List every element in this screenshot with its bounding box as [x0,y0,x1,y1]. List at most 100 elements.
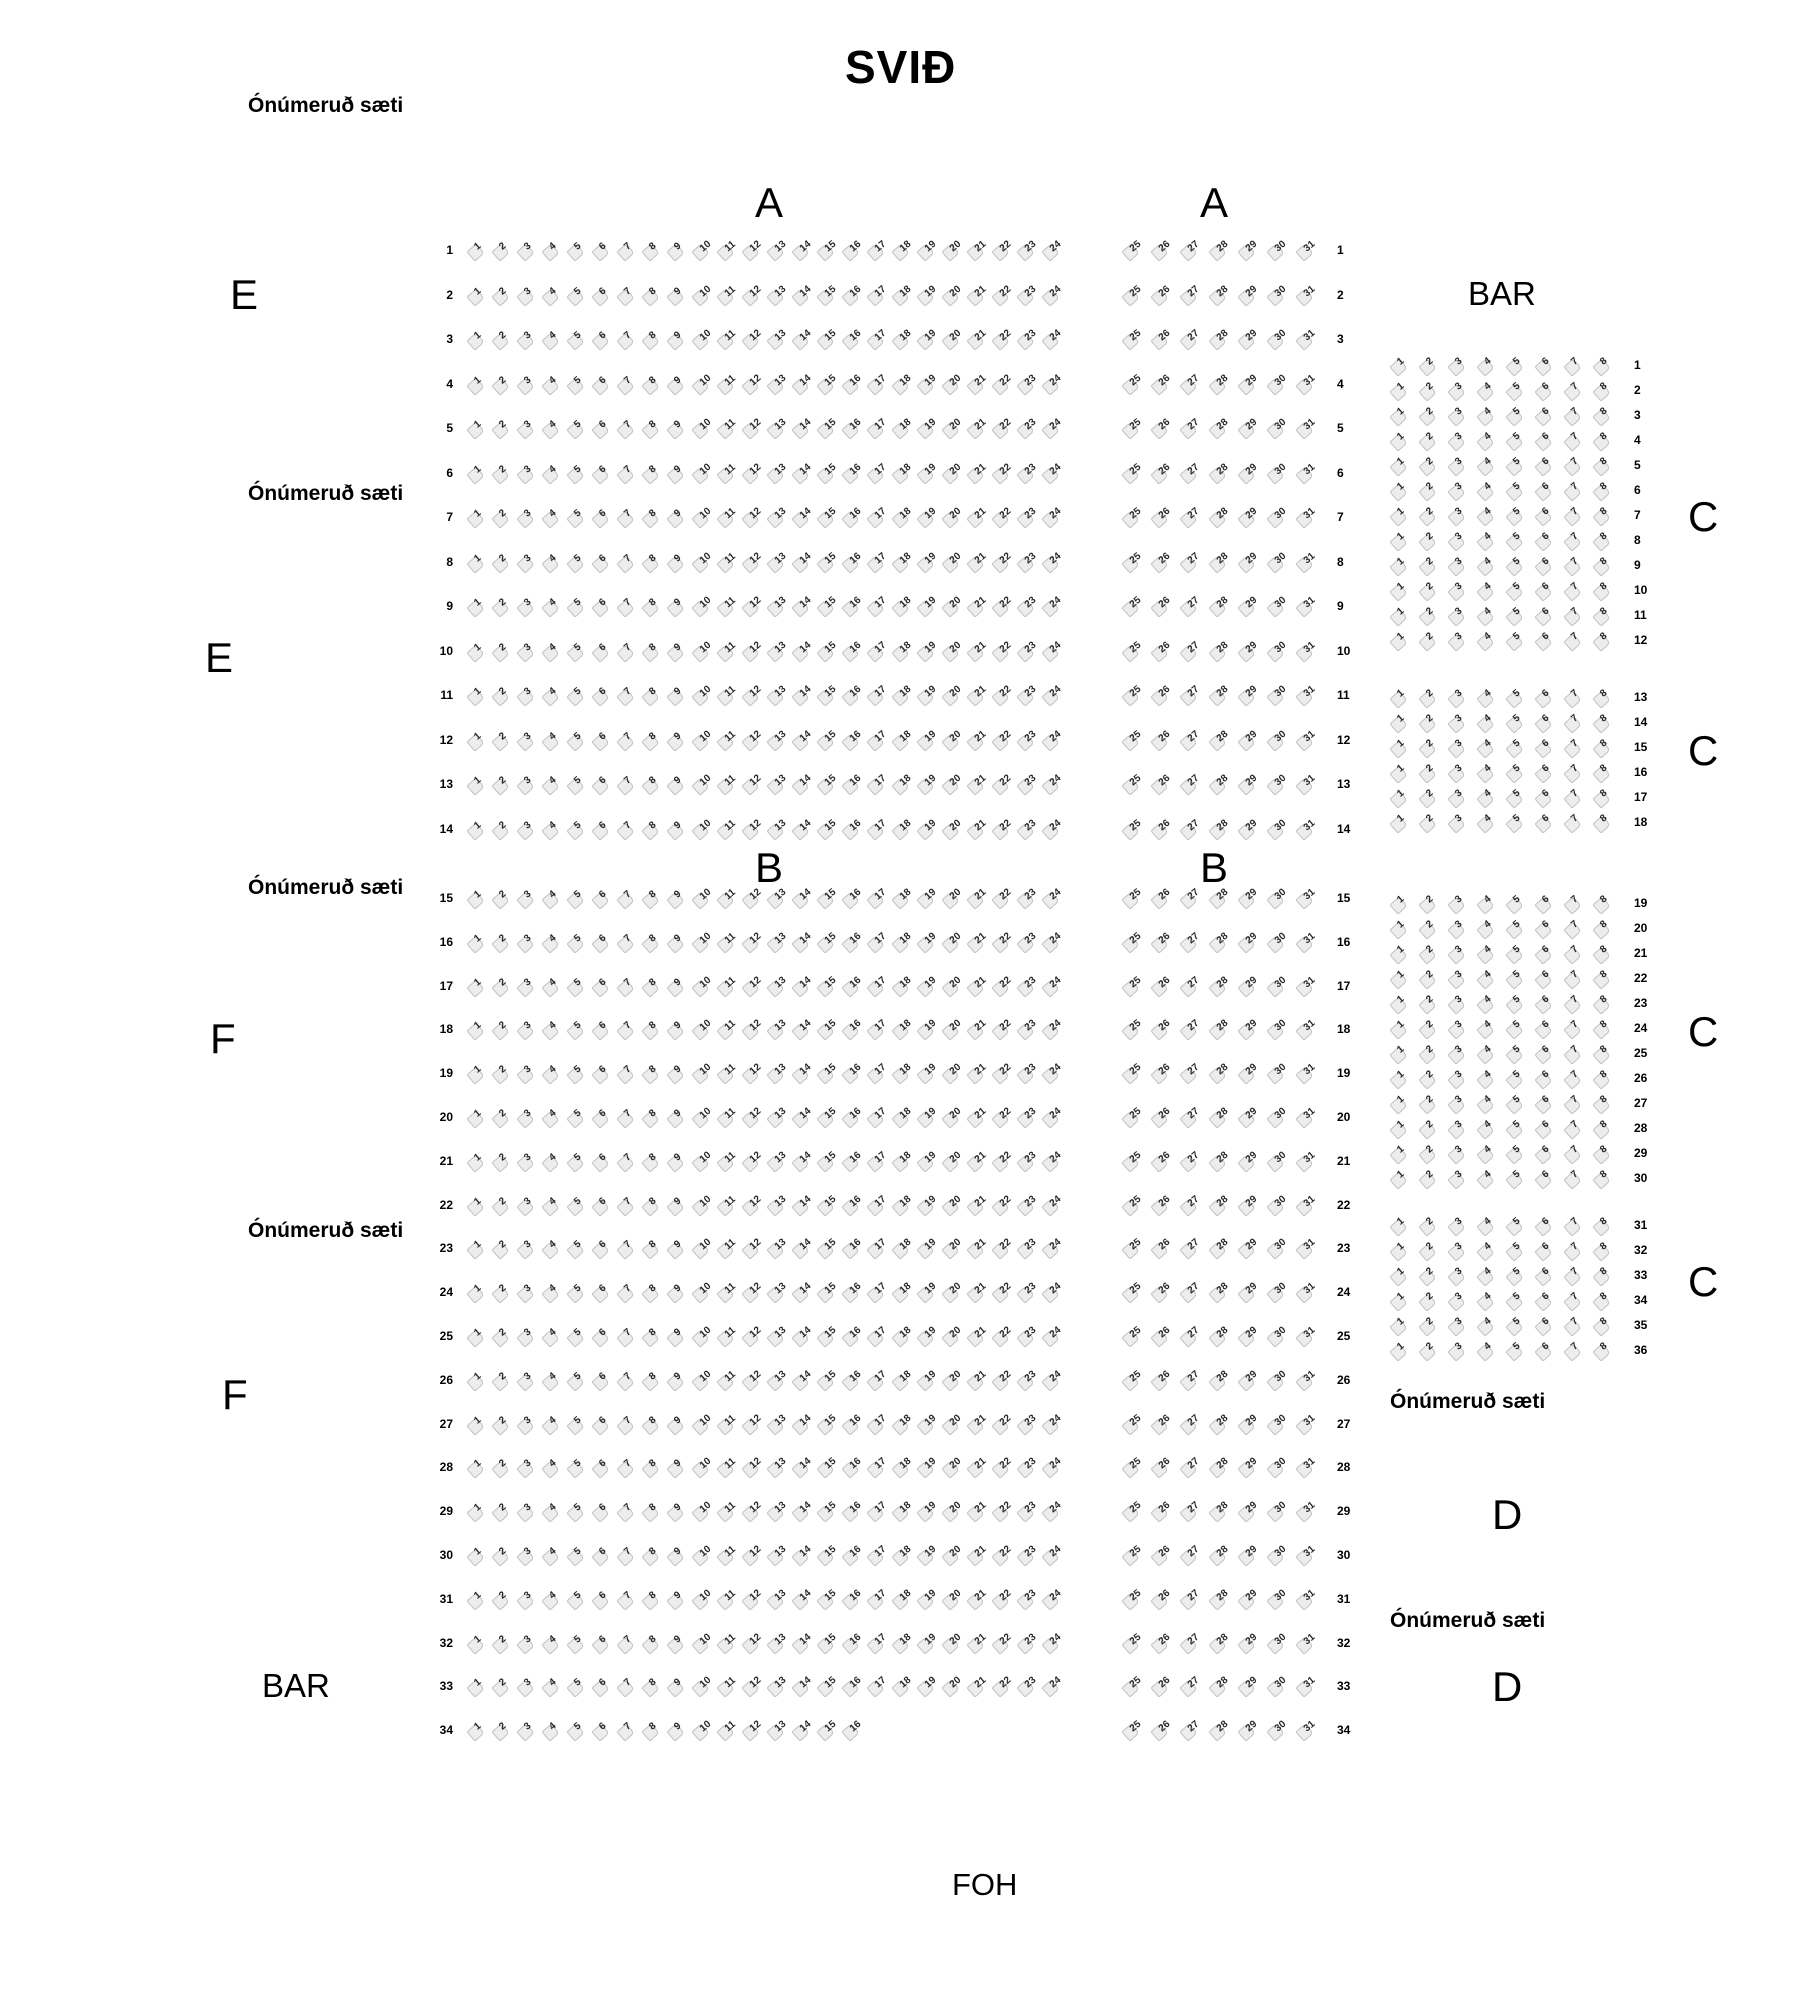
seat[interactable]: 8 [1592,1015,1622,1041]
seat[interactable]: 14 [791,1279,817,1305]
seat[interactable]: 5 [566,237,592,263]
seat[interactable]: 5 [1505,1115,1535,1141]
seat[interactable]: 23 [1016,504,1042,530]
seat[interactable]: 20 [941,816,967,842]
seat[interactable]: 6 [591,1498,617,1524]
seat[interactable]: 8 [1592,784,1622,810]
seat[interactable]: 3 [1447,527,1477,553]
seat[interactable]: 5 [1505,527,1535,553]
seat[interactable]: 22 [991,504,1017,530]
seat[interactable]: 16 [841,1411,867,1437]
seat[interactable]: 4 [541,727,567,753]
seat[interactable]: 4 [1476,427,1506,453]
seat[interactable]: 6 [591,1323,617,1349]
seat[interactable]: 20 [941,549,967,575]
seat[interactable]: 8 [1592,402,1622,428]
seat[interactable]: 12 [741,771,767,797]
seat[interactable]: 23 [1016,1148,1042,1174]
seat[interactable]: 22 [991,682,1017,708]
seat[interactable]: 17 [866,1235,892,1261]
seat[interactable]: 3 [1447,1212,1477,1238]
seat[interactable]: 23 [1016,929,1042,955]
seat[interactable]: 7 [616,771,642,797]
seat[interactable]: 16 [841,415,867,441]
seat[interactable]: 26 [1150,682,1180,708]
seat[interactable]: 5 [1505,577,1535,603]
seat[interactable]: 1 [466,885,492,911]
seat[interactable]: 4 [1476,477,1506,503]
seat[interactable]: 19 [916,1367,942,1393]
seat[interactable]: 31 [1295,1498,1325,1524]
seat[interactable]: 7 [616,1586,642,1612]
seat[interactable]: 3 [1447,709,1477,735]
seat[interactable]: 8 [1592,352,1622,378]
seat[interactable]: 3 [516,549,542,575]
seat[interactable]: 19 [916,1016,942,1042]
seat[interactable]: 12 [741,682,767,708]
seat[interactable]: 7 [616,282,642,308]
seat[interactable]: 16 [841,1630,867,1656]
seat[interactable]: 19 [916,1235,942,1261]
seat[interactable]: 6 [1534,1337,1564,1363]
seat[interactable]: 12 [741,237,767,263]
seat[interactable]: 2 [1418,965,1448,991]
seat[interactable]: 2 [1418,402,1448,428]
seat[interactable]: 8 [641,549,667,575]
seat[interactable]: 1 [466,771,492,797]
seat[interactable]: 9 [666,1630,692,1656]
seat[interactable]: 22 [991,1148,1017,1174]
seat[interactable]: 15 [816,1060,842,1086]
seat[interactable]: 24 [1041,593,1067,619]
seat[interactable]: 27 [1179,1016,1209,1042]
seat[interactable]: 12 [741,326,767,352]
seat[interactable]: 31 [1295,727,1325,753]
seat[interactable]: 28 [1208,326,1238,352]
seat[interactable]: 8 [1592,915,1622,941]
seat[interactable]: 19 [916,682,942,708]
seat[interactable]: 15 [816,1586,842,1612]
seat[interactable]: 2 [1418,1140,1448,1166]
seat[interactable]: 8 [641,282,667,308]
seat[interactable]: 21 [966,326,992,352]
seat[interactable]: 29 [1237,1673,1267,1699]
seat[interactable]: 13 [766,1411,792,1437]
seat[interactable]: 6 [1534,402,1564,428]
seat[interactable]: 5 [1505,940,1535,966]
seat[interactable]: 9 [666,1454,692,1480]
seat[interactable]: 1 [1389,1090,1419,1116]
seat[interactable]: 31 [1295,1104,1325,1130]
seat[interactable]: 21 [966,1235,992,1261]
seat[interactable]: 27 [1179,929,1209,955]
seat[interactable]: 30 [1266,282,1296,308]
seat[interactable]: 5 [566,371,592,397]
seat[interactable]: 5 [1505,552,1535,578]
seat[interactable]: 3 [1447,965,1477,991]
seat[interactable]: 8 [1592,627,1622,653]
seat[interactable]: 9 [666,326,692,352]
seat[interactable]: 3 [516,1542,542,1568]
seat[interactable]: 1 [1389,1312,1419,1338]
seat[interactable]: 18 [891,1279,917,1305]
seat[interactable]: 27 [1179,1192,1209,1218]
seat[interactable]: 4 [541,1060,567,1086]
seat[interactable]: 4 [541,1279,567,1305]
seat[interactable]: 2 [491,415,517,441]
seat[interactable]: 6 [1534,734,1564,760]
seat[interactable]: 10 [691,1542,717,1568]
seat[interactable]: 8 [1592,965,1622,991]
seat[interactable]: 10 [691,593,717,619]
seat[interactable]: 15 [816,727,842,753]
seat[interactable]: 14 [791,1148,817,1174]
seat[interactable]: 8 [1592,809,1622,835]
seat[interactable]: 2 [491,1454,517,1480]
seat[interactable]: 3 [1447,915,1477,941]
seat[interactable]: 16 [841,1279,867,1305]
seat[interactable]: 3 [1447,1015,1477,1041]
seat[interactable]: 9 [666,885,692,911]
seat[interactable]: 1 [466,638,492,664]
seat[interactable]: 8 [1592,1090,1622,1116]
seat[interactable]: 2 [1418,784,1448,810]
seat[interactable]: 1 [466,1411,492,1437]
seat[interactable]: 15 [816,929,842,955]
seat[interactable]: 3 [1447,1140,1477,1166]
